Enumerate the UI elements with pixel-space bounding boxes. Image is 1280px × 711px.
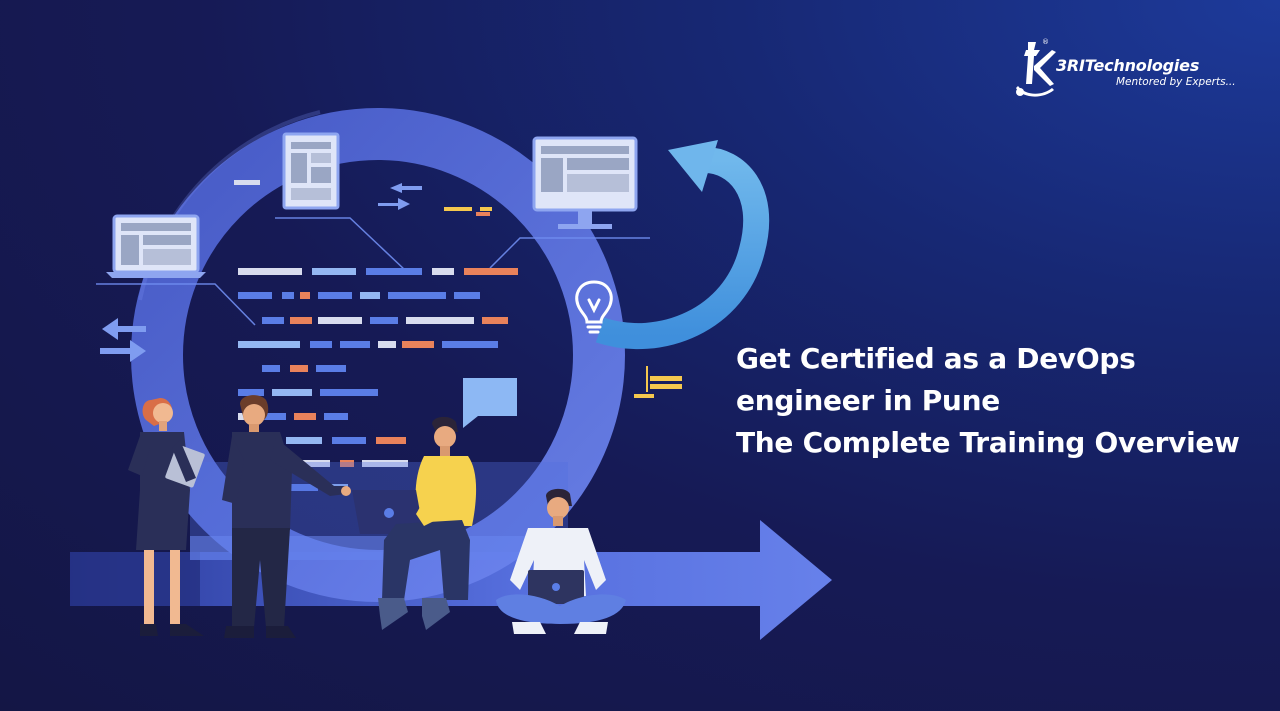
headline-line-2: engineer in Pune [736,384,1000,417]
document-icon [282,132,340,210]
3ri-k-logo-icon [1016,42,1056,97]
cycle-arrow-icon [595,140,770,350]
brand-tagline: Mentored by Experts... [1116,76,1236,88]
headline-line-3: The Complete Training Overview [736,426,1240,459]
yellow-marks [444,207,682,398]
man-cross-legged-with-laptop [496,488,626,634]
woman-with-tablet [128,398,205,636]
brand-name: 3RITechnologies [1056,56,1200,75]
monitor-icon [532,136,638,229]
man-in-suit-pointing [222,395,351,638]
registered-mark: ® [1042,38,1049,46]
headline-line-1: Get Certified as a DevOps [736,342,1136,375]
chat-bubble-icon [463,378,517,428]
lightbulb-icon [575,280,613,334]
headline: Get Certified as a DevOps engineer in Pu… [736,338,1276,464]
man-with-laptop-sitting [352,416,477,630]
laptop-icon [106,214,206,278]
swap-arrows-icon [100,183,422,362]
code-lines [238,268,518,491]
brand-logo: ® 3RITechnologies Mentored by Experts... [1012,36,1252,106]
